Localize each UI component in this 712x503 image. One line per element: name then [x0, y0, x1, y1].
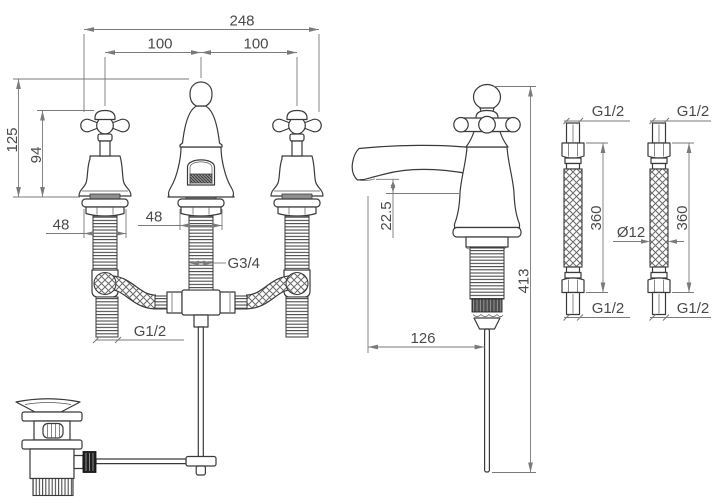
center-spout-front: [167, 81, 235, 291]
dim-pitch-left: 100: [147, 36, 172, 53]
hose-left-dimensions: G1/2 360 G1/2: [563, 103, 630, 321]
hose-right-dimensions: G1/2 360 G1/2 Ø12: [613, 103, 711, 321]
dim-spout-drop: 22.5: [378, 201, 395, 230]
hose-right: [647, 122, 671, 316]
thread-label-g34: G3/4: [228, 255, 261, 272]
side-cross-handle: [453, 83, 521, 134]
hose-left: [561, 122, 585, 316]
thread-label-g12-tail: G1/2: [134, 323, 167, 340]
dim-spout-reach: 126: [410, 330, 435, 347]
dim-pitch-right: 100: [243, 36, 268, 53]
pop-up-rod: [95, 326, 217, 476]
side-view: 22.5 126 413: [351, 83, 536, 473]
dim-total-width: 248: [229, 13, 254, 30]
pop-up-waste: [15, 398, 97, 497]
hose-right-length: 360: [674, 205, 691, 230]
hose-diameter-label: Ø12: [617, 224, 645, 241]
hose-left-thread-bottom: G1/2: [592, 300, 625, 317]
dim-flange-center: 48: [146, 209, 163, 226]
dim-handle-height: 94: [28, 147, 45, 164]
hose-right-thread-bottom: G1/2: [677, 300, 710, 317]
flexible-hoses: G1/2 360 G1/2 G1/2 360 G1/2 Ø12: [561, 103, 711, 321]
hose-left-length: 360: [588, 205, 605, 230]
dim-flange-left: 48: [53, 217, 70, 234]
hose-left-thread-top: G1/2: [592, 103, 625, 120]
dim-overall-height: 125: [4, 127, 21, 152]
front-view-dimensions: 248 100 100 125 94 48 48 G3/4: [4, 13, 320, 344]
side-view-dimensions: 22.5 126 413: [367, 86, 536, 473]
right-elbow-swivel: [285, 271, 309, 296]
front-view: 248 100 100 125 94 48 48 G3/4: [4, 13, 324, 476]
dim-total-height: 413: [516, 268, 533, 293]
side-shank: [452, 226, 522, 473]
left-elbow-swivel: [93, 271, 117, 296]
side-spout-body: [351, 130, 521, 229]
hose-right-thread-top: G1/2: [677, 103, 710, 120]
